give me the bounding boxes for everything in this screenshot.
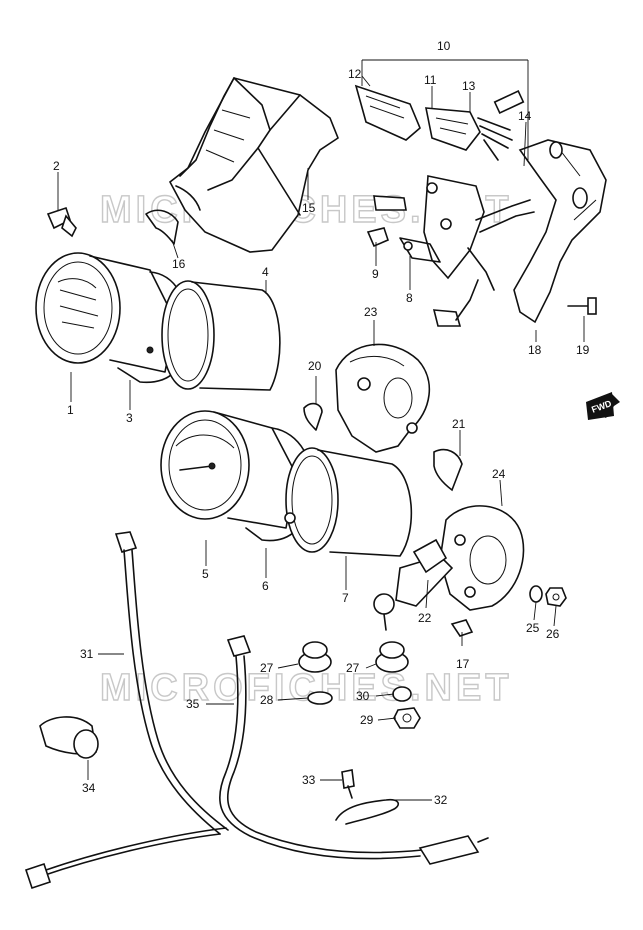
part-28-washer [307, 691, 333, 705]
part-26-nut [545, 587, 567, 607]
callout-26: 26 [546, 627, 560, 641]
part-29-nut [393, 707, 421, 729]
callout-18: 18 [528, 343, 542, 357]
part-27-grommet-left [298, 641, 332, 673]
callout-27-right: 27 [346, 661, 360, 675]
callout-9: 9 [372, 267, 379, 281]
part-23-upper-cover [335, 343, 431, 453]
part-31-tachometer-cable [24, 531, 229, 890]
callout-16: 16 [172, 257, 186, 271]
part-19-screw [567, 297, 597, 315]
callout-4: 4 [262, 265, 269, 279]
part-27-grommet-right [375, 641, 409, 673]
part-15-meter-cover [168, 77, 339, 253]
callout-19: 19 [576, 343, 590, 357]
callout-11: 11 [424, 73, 437, 87]
callout-15: 15 [302, 201, 316, 215]
part-8-bulb-socket-bracket [373, 175, 535, 327]
callout-32: 32 [434, 793, 448, 807]
part-7-meter-case [284, 447, 413, 557]
callout-7: 7 [342, 591, 349, 605]
callout-20: 20 [308, 359, 322, 373]
part-17-bulb [450, 619, 474, 637]
part-16-clip [145, 209, 179, 245]
part-12-indicator-housing [354, 84, 421, 141]
part-4-meter-case [161, 280, 281, 391]
part-34-cable-clamp [39, 716, 99, 759]
part-32-spring-clip [335, 798, 399, 825]
callout-22: 22 [418, 611, 432, 625]
callout-3: 3 [126, 411, 133, 425]
part-25-washer [529, 585, 543, 603]
callout-30: 30 [356, 689, 370, 703]
callout-1: 1 [67, 403, 74, 417]
part-1-tachometer [35, 252, 176, 373]
fwd-arrow-icon: FWD [586, 392, 620, 420]
callout-8: 8 [406, 291, 413, 305]
callout-33: 33 [302, 773, 316, 787]
callout-6: 6 [262, 579, 269, 593]
watermark-bottom: MICROFICHES.NET [100, 667, 513, 709]
callout-17: 17 [456, 657, 470, 671]
part-13-harness [477, 90, 525, 161]
callout-28: 28 [260, 693, 274, 707]
callout-34: 34 [82, 781, 96, 795]
part-20-clip [303, 402, 323, 431]
part-35-speedometer-cable [219, 635, 489, 865]
leader-lines [57, 59, 585, 801]
part-2-bulb [46, 206, 77, 238]
part-24-lower-cover [439, 505, 525, 611]
callout-14: 14 [518, 109, 532, 123]
callout-13: 13 [462, 79, 476, 93]
part-18-bracket [513, 139, 607, 324]
callout-29: 29 [360, 713, 374, 727]
callout-12: 12 [348, 67, 362, 81]
part-22-lamp-bracket [373, 538, 454, 631]
part-5-speedometer [160, 410, 297, 529]
callout-24: 24 [492, 467, 506, 481]
callout-35: 35 [186, 697, 200, 711]
callout-labels: 1 2 3 4 5 6 7 8 9 10 11 12 13 14 15 16 1… [53, 39, 590, 807]
callout-2: 2 [53, 159, 60, 173]
part-33-bolt [341, 769, 355, 799]
callout-23: 23 [364, 305, 378, 319]
callout-31: 31 [80, 647, 94, 661]
part-11-wiring-socket [425, 107, 481, 151]
part-21-band [433, 448, 463, 492]
part-30-collar [392, 686, 412, 702]
callout-5: 5 [202, 567, 209, 581]
callout-27-left: 27 [260, 661, 274, 675]
callout-21: 21 [452, 417, 466, 431]
part-9-bulb [366, 227, 389, 248]
callout-25: 25 [526, 621, 540, 635]
callout-10: 10 [437, 39, 451, 53]
